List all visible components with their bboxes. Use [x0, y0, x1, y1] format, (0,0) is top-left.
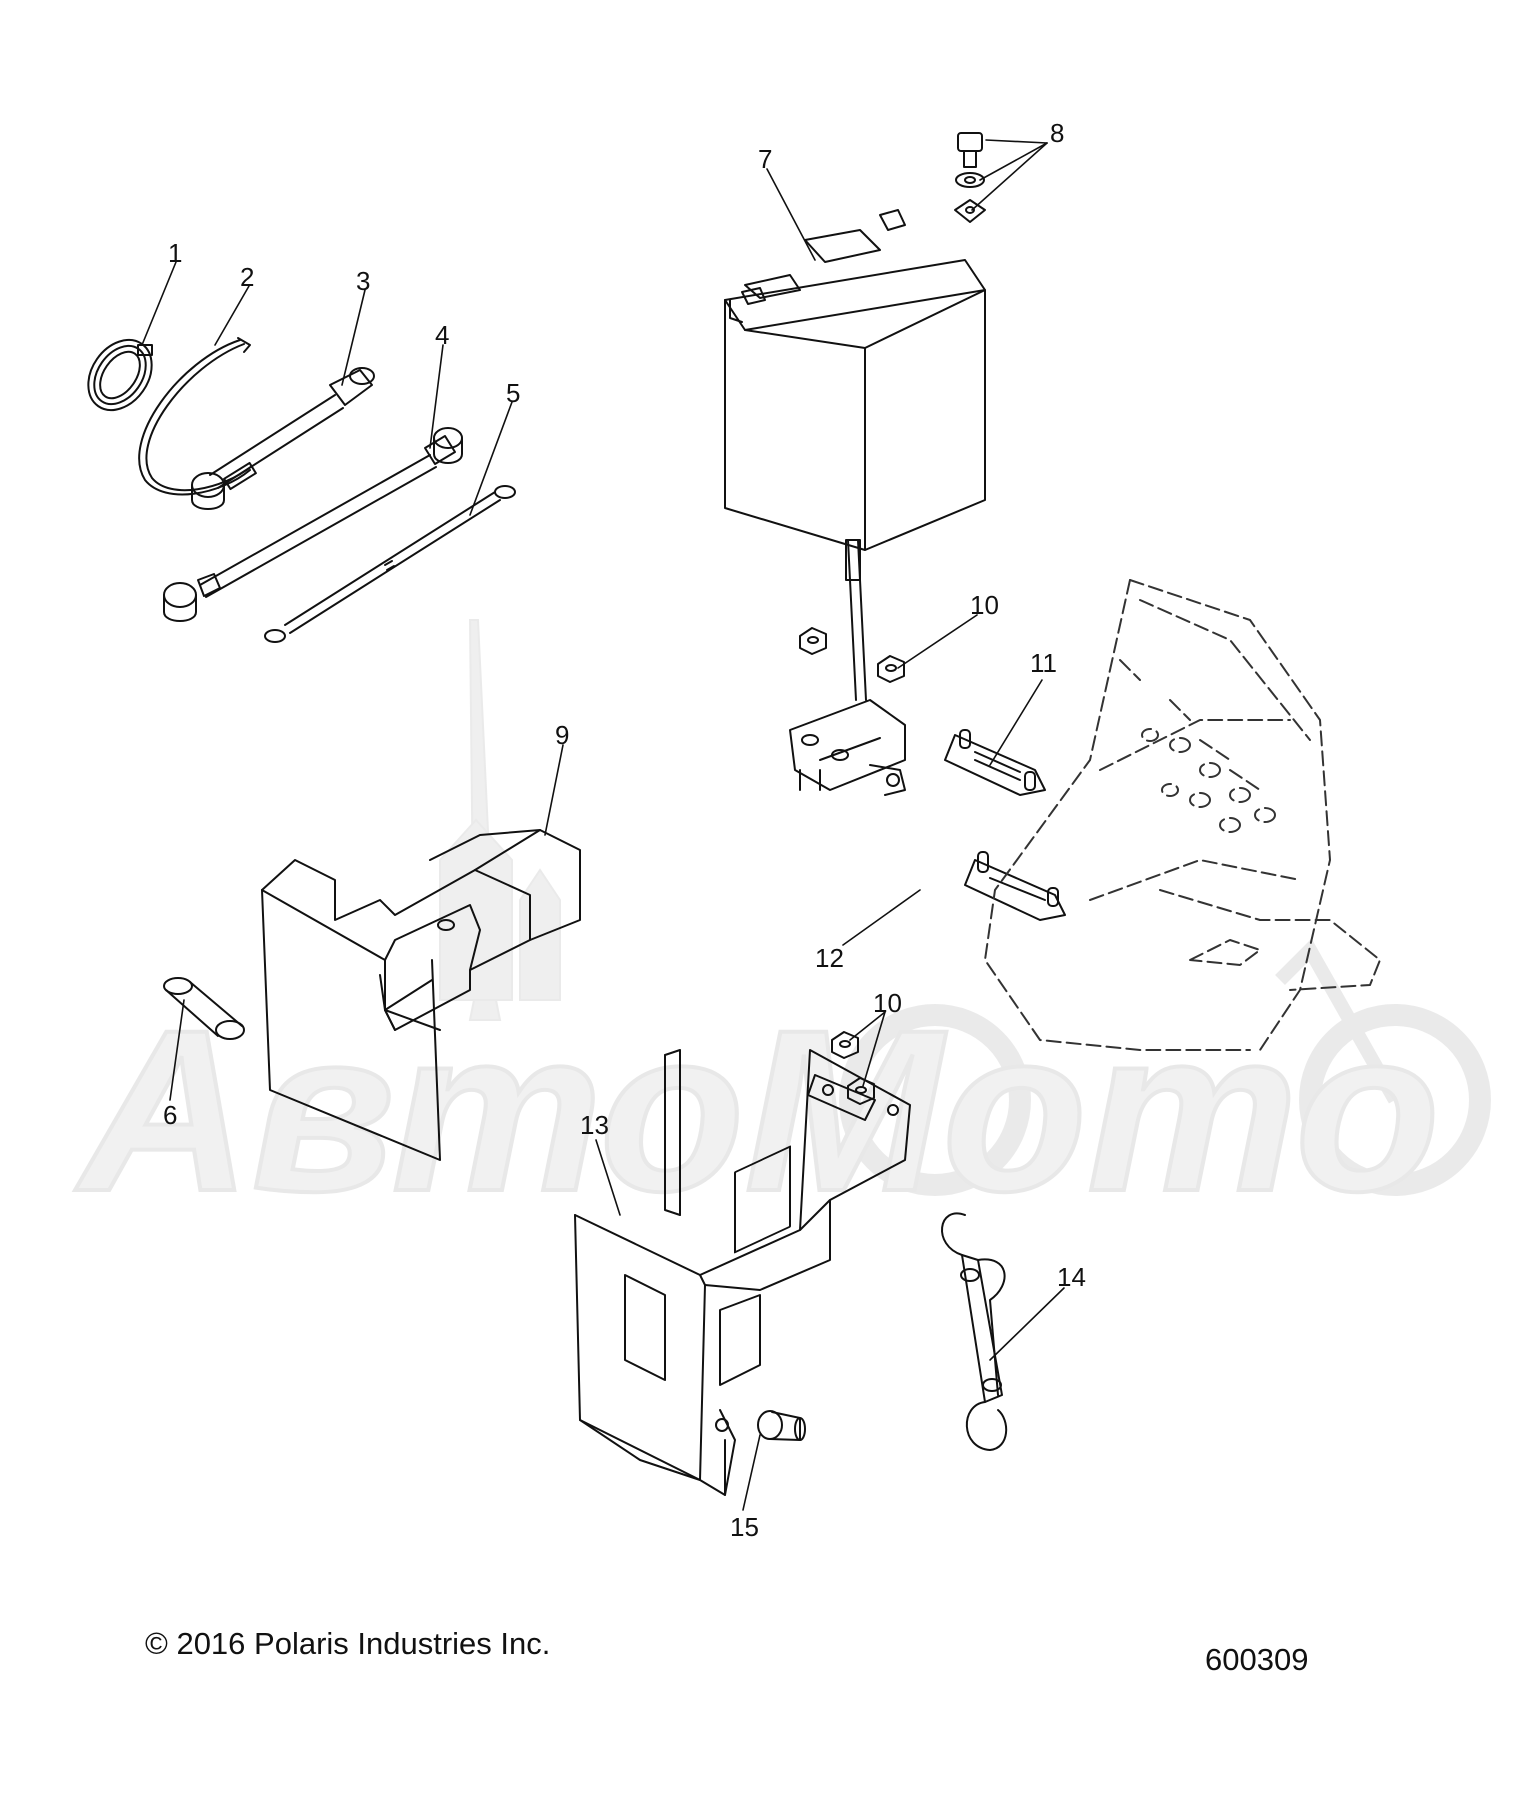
callout-2: 2 — [240, 262, 255, 292]
long-cable-part — [163, 427, 463, 622]
tube-part — [163, 977, 245, 1040]
hardware-set-part — [954, 132, 986, 223]
callout-8: 8 — [1050, 118, 1065, 148]
callout-11: 11 — [1030, 648, 1057, 678]
callout-14: 14 — [1057, 1262, 1086, 1292]
drawing-number: 600309 — [1205, 1642, 1309, 1677]
wire-loop-part — [138, 337, 253, 496]
callout-6: 6 — [163, 1100, 178, 1130]
short-cable-part — [191, 367, 375, 510]
callout-7: 7 — [758, 144, 773, 174]
copyright-notice: © 2016 Polaris Industries Inc. — [145, 1626, 551, 1661]
callout-13: 13 — [580, 1110, 609, 1140]
watermark: АвтоМото — [73, 619, 1491, 1241]
battery-cover-part — [261, 829, 581, 1161]
svg-text:АвтоМото: АвтоМото — [75, 982, 1440, 1239]
callout-4: 4 — [435, 320, 450, 350]
strap-coil-part — [87, 338, 153, 412]
callout-9: 9 — [555, 720, 570, 750]
frame-reference — [984, 579, 1381, 1051]
battery-tray-part — [574, 1049, 911, 1496]
callout-12: 12 — [815, 943, 844, 973]
leader-lines — [141, 139, 1065, 1511]
callout-10-upper: 10 — [970, 590, 999, 620]
callout-5: 5 — [506, 378, 521, 408]
callout-10-lower: 10 — [873, 988, 902, 1018]
callout-15: 15 — [730, 1512, 759, 1542]
strap-bracket-lower-part — [964, 851, 1066, 921]
relay-harness-part — [789, 539, 906, 1105]
callout-3: 3 — [356, 266, 371, 296]
pin-part — [757, 1410, 806, 1441]
rubber-strap-part — [941, 1212, 1008, 1451]
battery-part — [724, 209, 986, 551]
strap-bracket-upper-part — [944, 729, 1046, 796]
thin-cable-part — [264, 485, 516, 643]
callout-1: 1 — [168, 238, 183, 268]
